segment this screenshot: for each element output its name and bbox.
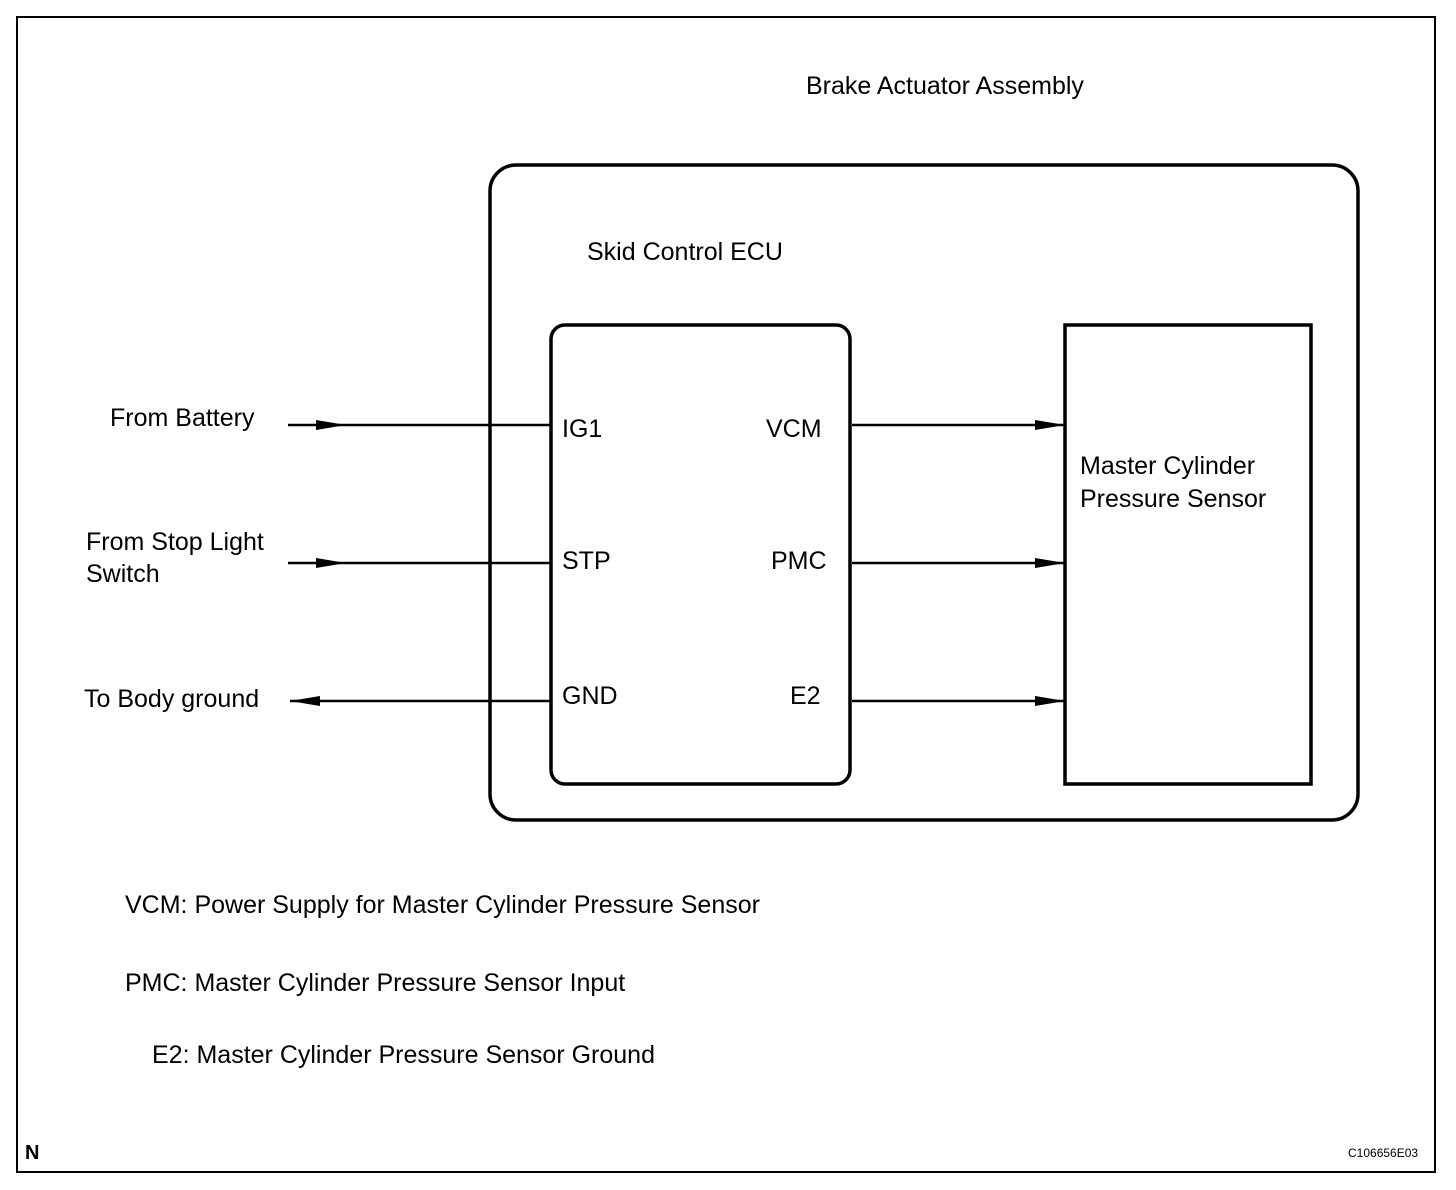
legend-e2: E2: Master Cylinder Pressure Sensor Grou…: [152, 1041, 655, 1069]
pin-ig1: IG1: [562, 415, 603, 443]
pin-pmc: PMC: [771, 547, 827, 575]
figure-id: C106656E03: [1348, 1146, 1419, 1160]
stop-light-switch-label: Switch: [86, 560, 160, 588]
from-battery-label: From Battery: [110, 404, 255, 432]
to-body-ground-label: To Body ground: [84, 685, 260, 713]
from-stop-light-label: From Stop Light: [86, 528, 264, 556]
sensor-label-line2: Pressure Sensor: [1080, 485, 1267, 513]
pin-gnd: GND: [562, 682, 618, 710]
figure-frame: [16, 16, 1436, 1173]
pin-stp: STP: [562, 547, 611, 575]
corner-mark-n: N: [25, 1142, 40, 1164]
ecu-title: Skid Control ECU: [587, 238, 783, 266]
legend-vcm: VCM: Power Supply for Master Cylinder Pr…: [125, 891, 760, 919]
assembly-title: Brake Actuator Assembly: [806, 72, 1084, 100]
brake-actuator-assembly-box: [488, 163, 1360, 822]
legend-pmc: PMC: Master Cylinder Pressure Sensor Inp…: [125, 969, 626, 997]
pressure-sensor-box: [1063, 323, 1313, 786]
skid-control-ecu-box: [549, 323, 852, 786]
pin-vcm: VCM: [766, 415, 822, 443]
sensor-label-line1: Master Cylinder: [1080, 452, 1256, 480]
pin-e2: E2: [790, 682, 821, 710]
